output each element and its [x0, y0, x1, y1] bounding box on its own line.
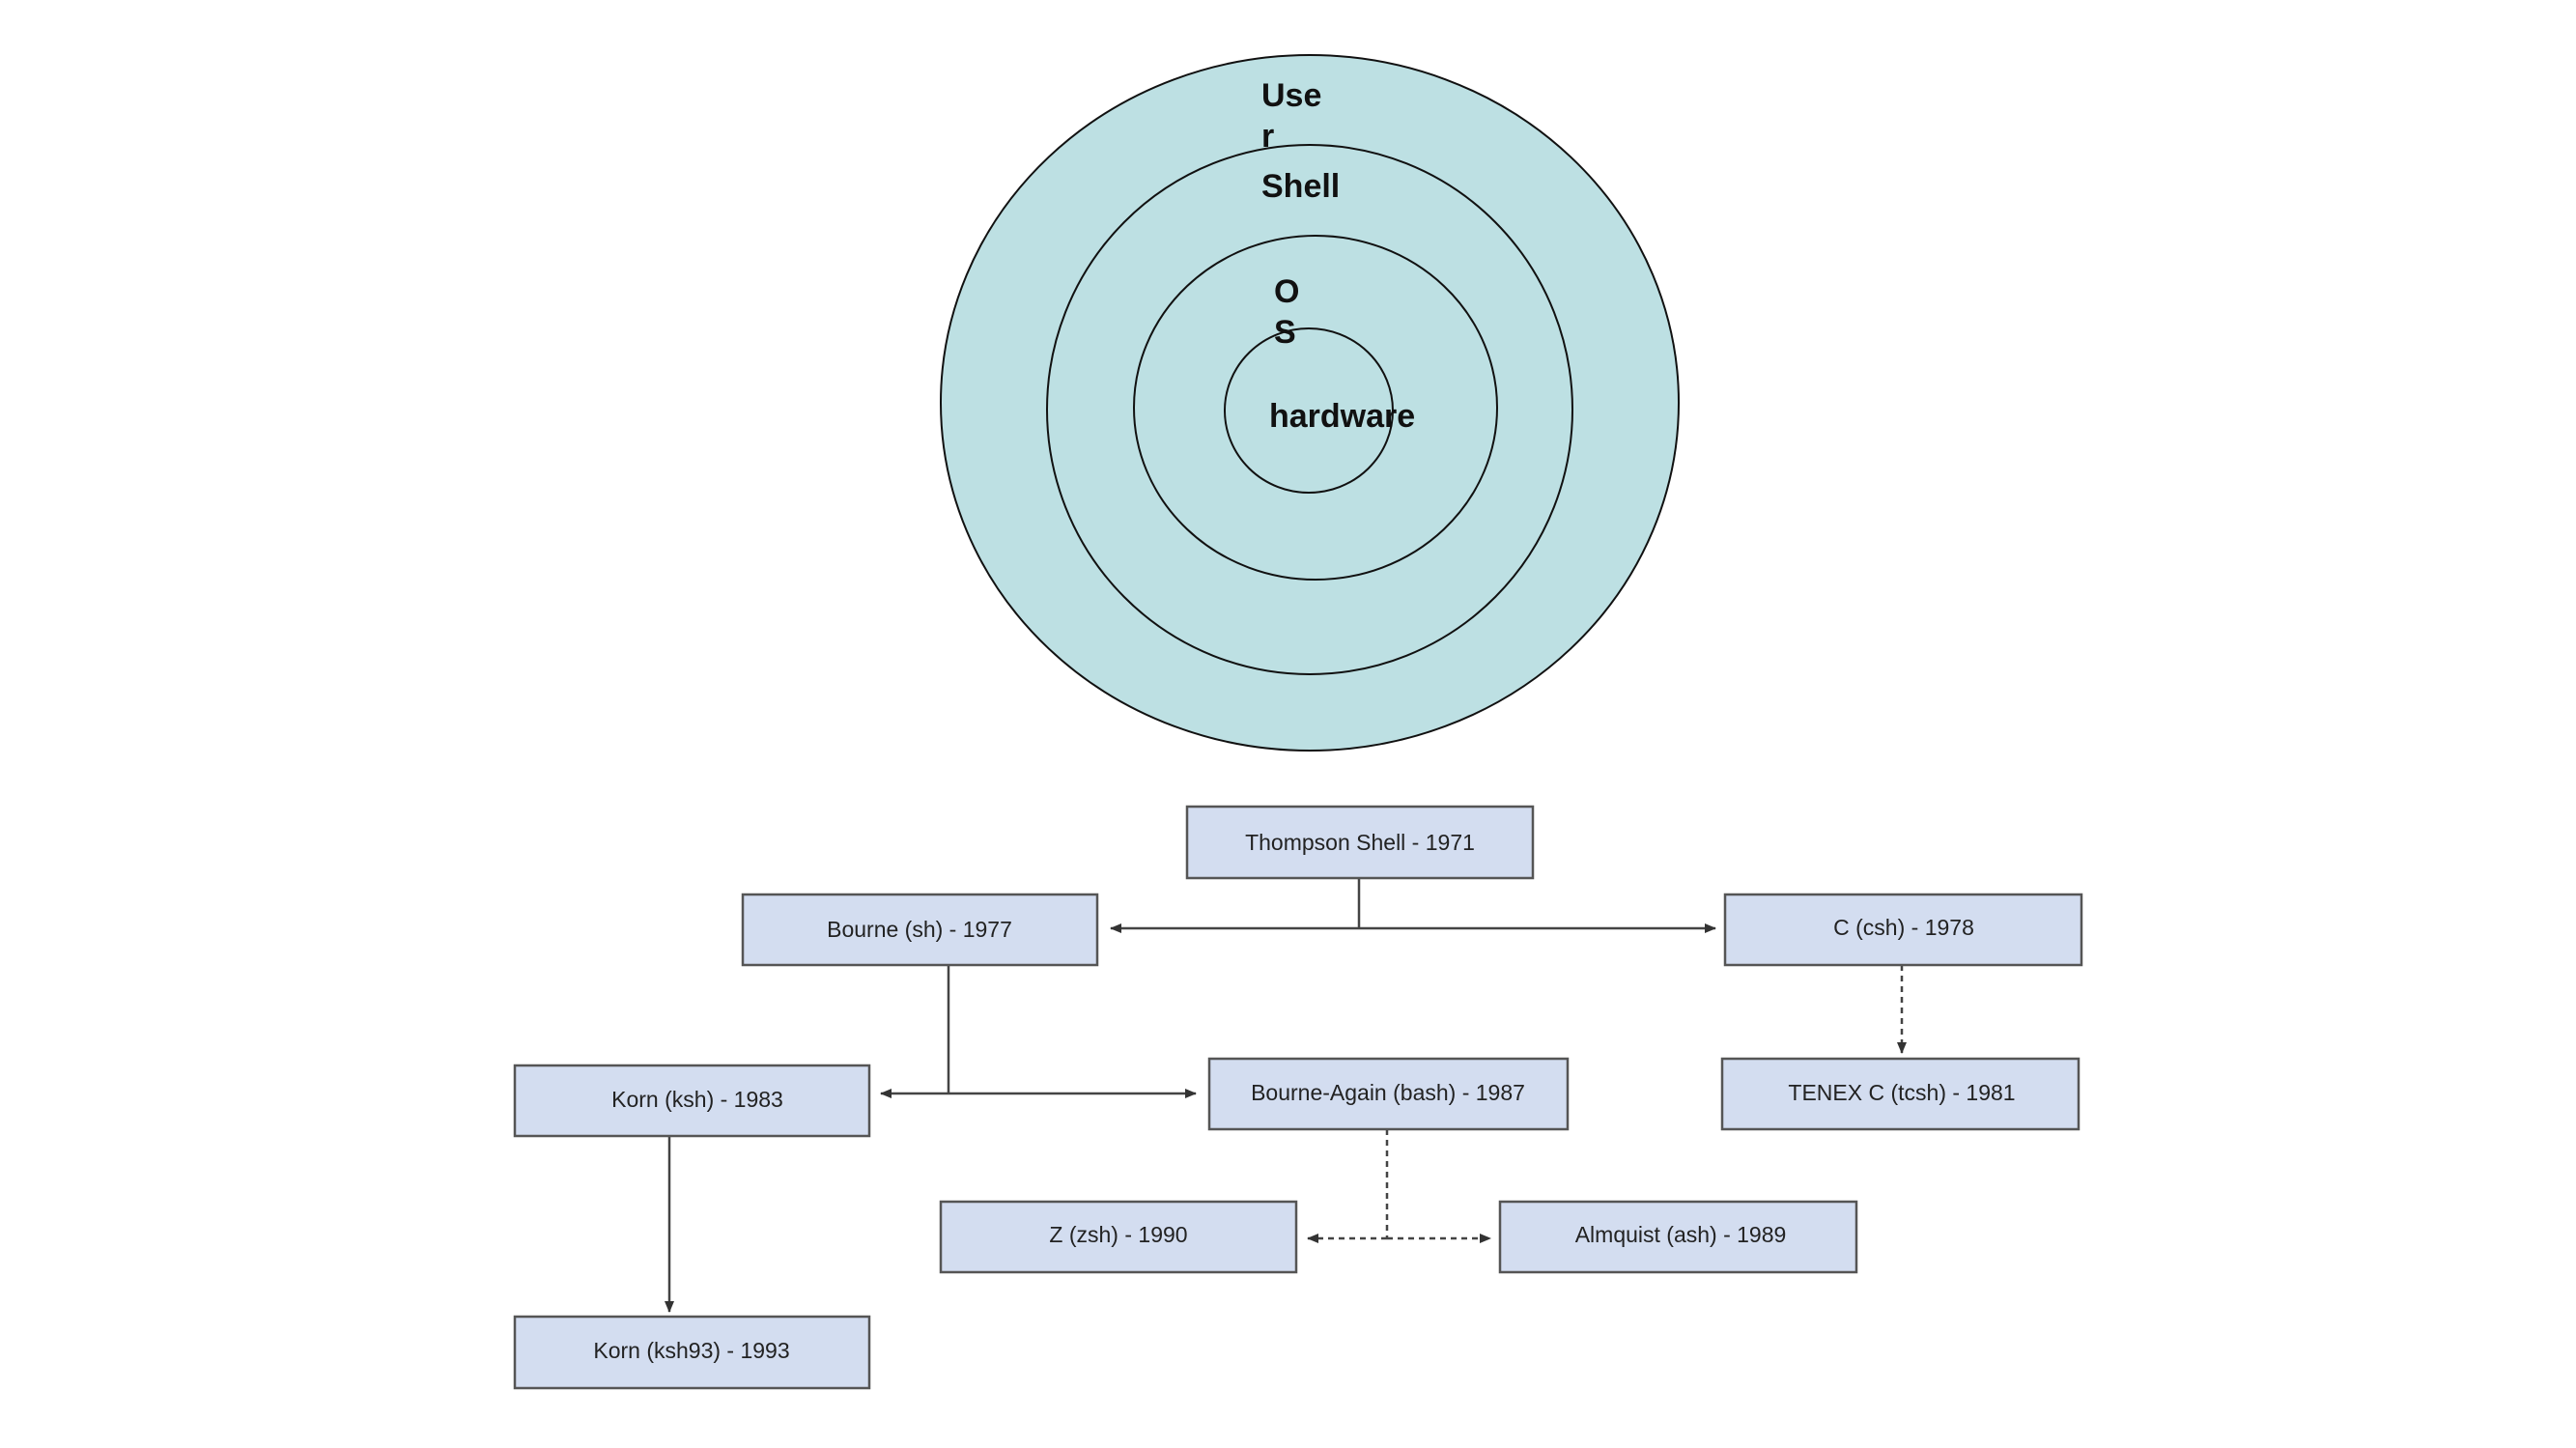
- layers-diagram: Use r Shell O S hardware: [940, 54, 1680, 752]
- node-thompson-shell: Thompson Shell - 1971: [1185, 805, 1535, 880]
- user-label-line2: r: [1261, 118, 1274, 155]
- node-thompson-label: Thompson Shell - 1971: [1245, 830, 1475, 855]
- node-ksh93-label: Korn (ksh93) - 1993: [593, 1338, 789, 1363]
- node-csh-label: C (csh) - 1978: [1833, 915, 1974, 940]
- node-zsh-label: Z (zsh) - 1990: [1049, 1222, 1187, 1247]
- node-tenex-tcsh: TENEX C (tcsh) - 1981: [1720, 1057, 2081, 1131]
- node-z-zsh: Z (zsh) - 1990: [939, 1200, 1298, 1274]
- node-korn-ksh93: Korn (ksh93) - 1993: [513, 1315, 871, 1390]
- node-bash: Bourne-Again (bash) - 1987: [1207, 1057, 1570, 1131]
- shell-label: Shell: [1261, 168, 1340, 205]
- family-tree-nodes: Thompson Shell - 1971 Bourne (sh) - 1977…: [513, 805, 2083, 1390]
- node-bourne-sh: Bourne (sh) - 1977: [741, 893, 1099, 967]
- node-bash-label: Bourne-Again (bash) - 1987: [1251, 1080, 1525, 1105]
- user-label-line1: Use: [1261, 77, 1321, 114]
- node-ash-label: Almquist (ash) - 1989: [1575, 1222, 1787, 1247]
- node-korn-ksh: Korn (ksh) - 1983: [513, 1064, 871, 1138]
- family-tree-connectors: [665, 879, 1907, 1313]
- hardware-label: hardware: [1269, 398, 1415, 435]
- node-bourne-label: Bourne (sh) - 1977: [827, 917, 1012, 942]
- os-label-line2: S: [1274, 314, 1296, 351]
- node-almquist-ash: Almquist (ash) - 1989: [1498, 1200, 1858, 1274]
- node-ksh-label: Korn (ksh) - 1983: [611, 1087, 783, 1112]
- hardware-layer-ring: [1224, 327, 1394, 494]
- os-label-line1: O: [1274, 273, 1299, 310]
- node-tcsh-label: TENEX C (tcsh) - 1981: [1788, 1080, 2015, 1105]
- node-c-csh: C (csh) - 1978: [1723, 893, 2083, 967]
